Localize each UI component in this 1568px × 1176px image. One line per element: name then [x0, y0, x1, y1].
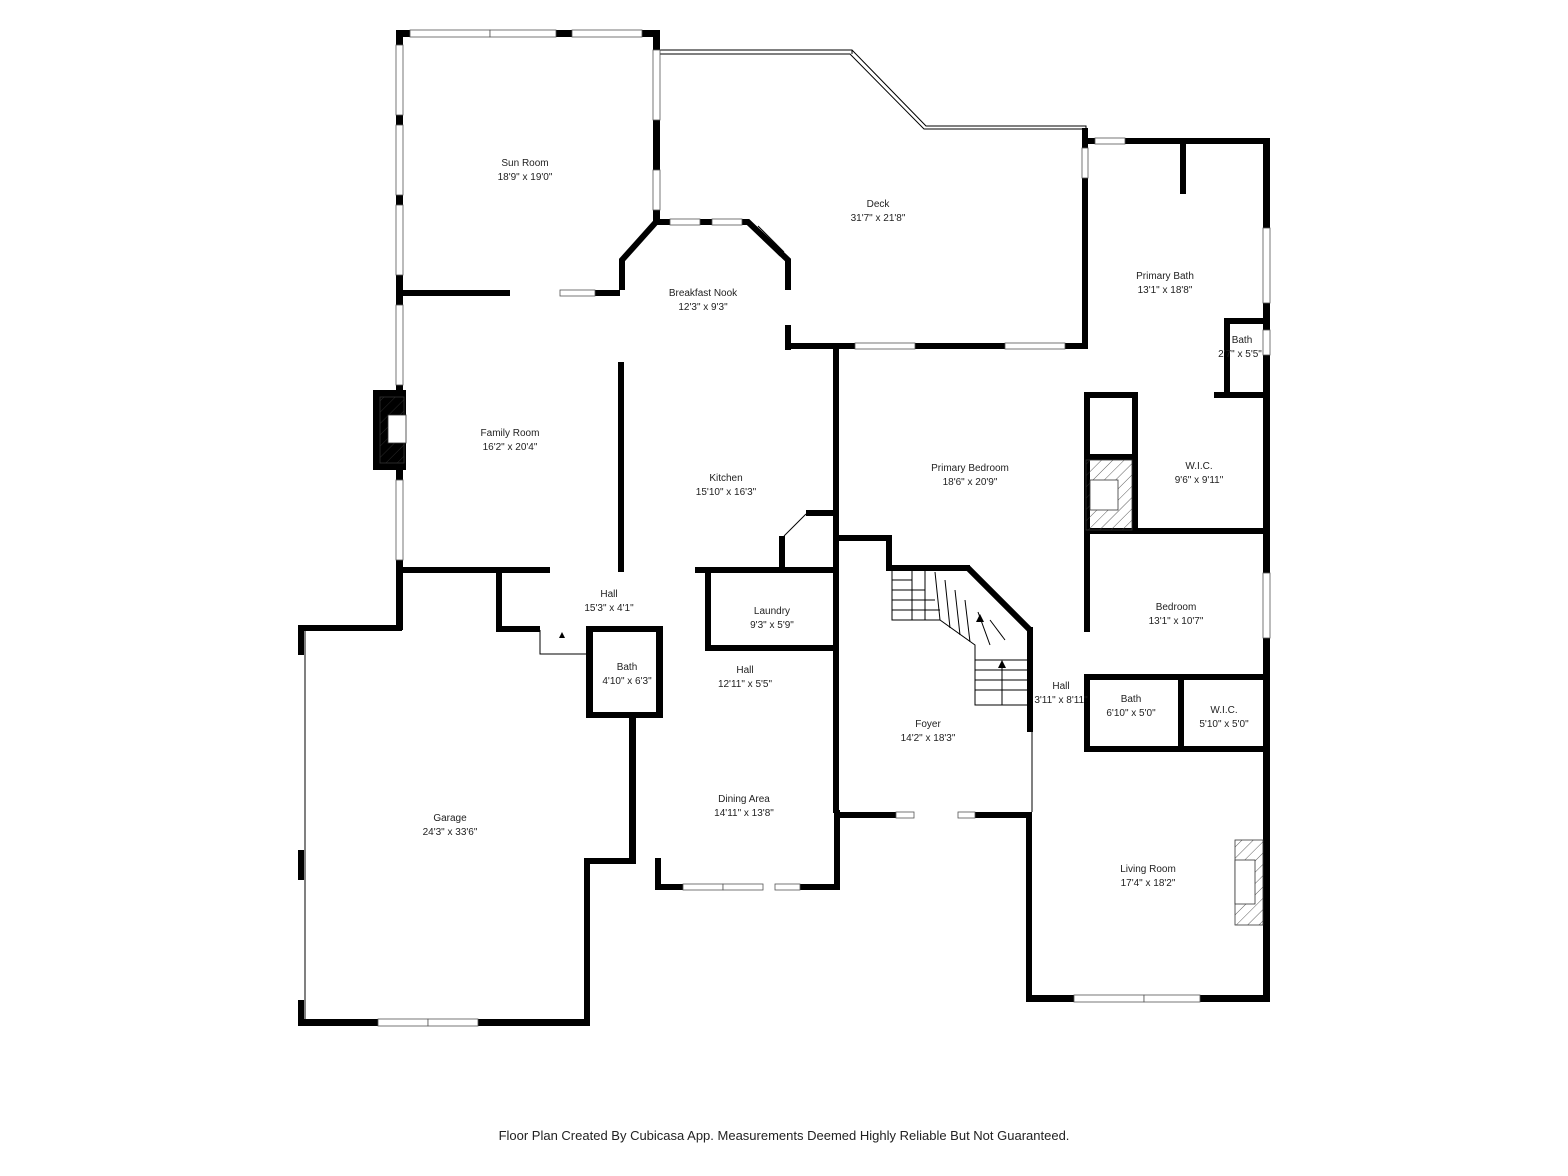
- room-size-primary-bath: 13'1" x 18'8": [1138, 285, 1193, 296]
- fireplace-family: [373, 390, 407, 470]
- room-name-deck: Deck: [867, 199, 891, 210]
- room-size-sun-room: 18'9" x 19'0": [498, 172, 553, 183]
- room-size-hall-2: 12'11" x 5'5": [718, 679, 773, 690]
- room-size-bath-hall: 4'10" x 6'3": [602, 676, 652, 687]
- room-name-sun-room: Sun Room: [501, 158, 548, 169]
- room-size-primary-bedroom: 18'6" x 20'9": [943, 477, 998, 488]
- room-size-laundry: 9'3" x 5'9": [750, 620, 794, 631]
- room-name-foyer: Foyer: [915, 719, 941, 730]
- room-name-primary-bath: Primary Bath: [1136, 271, 1194, 282]
- room-size-bath-small: 2'7" x 5'5": [1218, 349, 1262, 360]
- room-name-bath-small: Bath: [1232, 335, 1253, 346]
- staircase: [559, 569, 1031, 706]
- fireplace-primary: [1085, 459, 1133, 531]
- room-name-kitchen: Kitchen: [709, 473, 742, 484]
- room-name-dining-area: Dining Area: [718, 794, 770, 805]
- room-size-hall-1: 15'3" x 4'1": [584, 603, 634, 614]
- thin-outlines: [304, 49, 1087, 1020]
- room-name-bath-bed: Bath: [1121, 694, 1142, 705]
- room-size-garage: 24'3" x 33'6": [423, 827, 478, 838]
- room-name-primary-bedroom: Primary Bedroom: [931, 463, 1009, 474]
- room-name-breakfast-nook: Breakfast Nook: [669, 288, 738, 299]
- room-size-bath-bed: 6'10" x 5'0": [1106, 708, 1156, 719]
- fireplace-living: [1234, 839, 1264, 926]
- room-size-living-room: 17'4" x 18'2": [1121, 878, 1176, 889]
- room-size-dining-area: 14'11" x 13'8": [714, 808, 774, 819]
- room-name-hall-2: Hall: [736, 665, 753, 676]
- room-size-breakfast-nook: 12'3" x 9'3": [678, 302, 728, 313]
- room-name-wic-bed: W.I.C.: [1210, 705, 1237, 716]
- room-name-hall-3: Hall: [1052, 681, 1069, 692]
- room-name-family-room: Family Room: [481, 428, 540, 439]
- room-name-laundry: Laundry: [754, 606, 790, 617]
- room-size-family-room: 16'2" x 20'4": [483, 442, 538, 453]
- room-name-hall-1: Hall: [600, 589, 617, 600]
- room-size-wic-bed: 5'10" x 5'0": [1199, 719, 1249, 730]
- room-size-bedroom: 13'1" x 10'7": [1149, 616, 1204, 627]
- room-name-garage: Garage: [433, 813, 467, 824]
- room-name-bedroom: Bedroom: [1156, 602, 1197, 613]
- room-size-foyer: 14'2" x 18'3": [901, 733, 956, 744]
- room-name-bath-hall: Bath: [617, 662, 638, 673]
- room-size-kitchen: 15'10" x 16'3": [696, 487, 757, 498]
- room-size-wic-primary: 9'6" x 9'11": [1175, 475, 1224, 486]
- windows: [377, 29, 1271, 1027]
- room-name-living-room: Living Room: [1120, 864, 1176, 875]
- room-labels: Sun Room 18'9" x 19'0" Deck 31'7" x 21'8…: [423, 158, 1263, 889]
- footer-disclaimer: Floor Plan Created By Cubicasa App. Meas…: [498, 1128, 1070, 1143]
- room-size-hall-3: 3'11" x 8'11": [1034, 695, 1088, 706]
- room-size-deck: 31'7" x 21'8": [851, 213, 906, 224]
- room-name-wic-primary: W.I.C.: [1185, 461, 1212, 472]
